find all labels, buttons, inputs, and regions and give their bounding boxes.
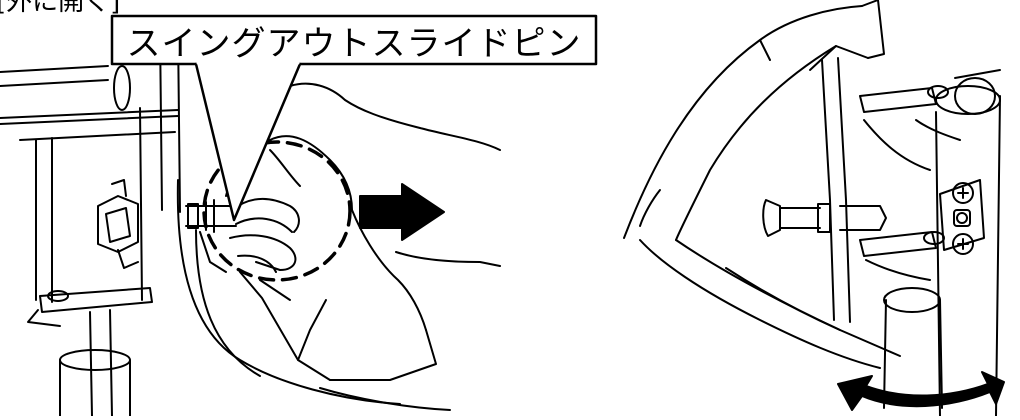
- pin-highlight-circle: [202, 140, 352, 282]
- rotate-arrow-icon: [837, 371, 1005, 411]
- arrow-right-icon: [359, 183, 445, 241]
- right-wheelchair-frame: [623, 0, 1001, 417]
- callout-box: [110, 14, 598, 66]
- callout-label: スイングアウトスライドピン: [126, 23, 582, 64]
- left-wheelchair-frame: [0, 17, 451, 417]
- callout-pointer: [194, 62, 302, 222]
- hand-illustration: [225, 82, 501, 381]
- section-heading: [外に開く]: [0, 0, 121, 17]
